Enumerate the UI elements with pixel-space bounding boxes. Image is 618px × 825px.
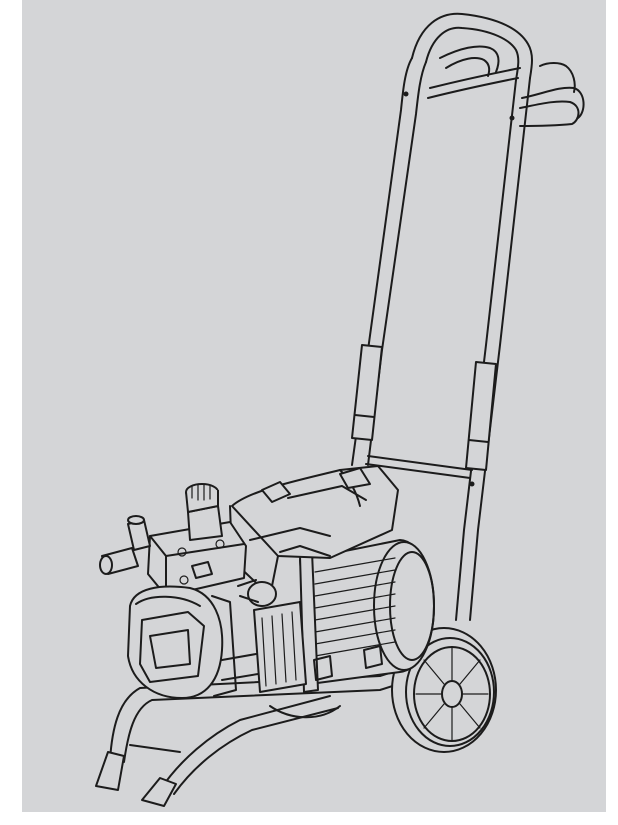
cart-base <box>95 659 431 807</box>
pump-housing <box>127 585 307 699</box>
cart-handle <box>351 12 585 621</box>
pump-block <box>99 483 247 597</box>
control-box <box>229 465 399 607</box>
